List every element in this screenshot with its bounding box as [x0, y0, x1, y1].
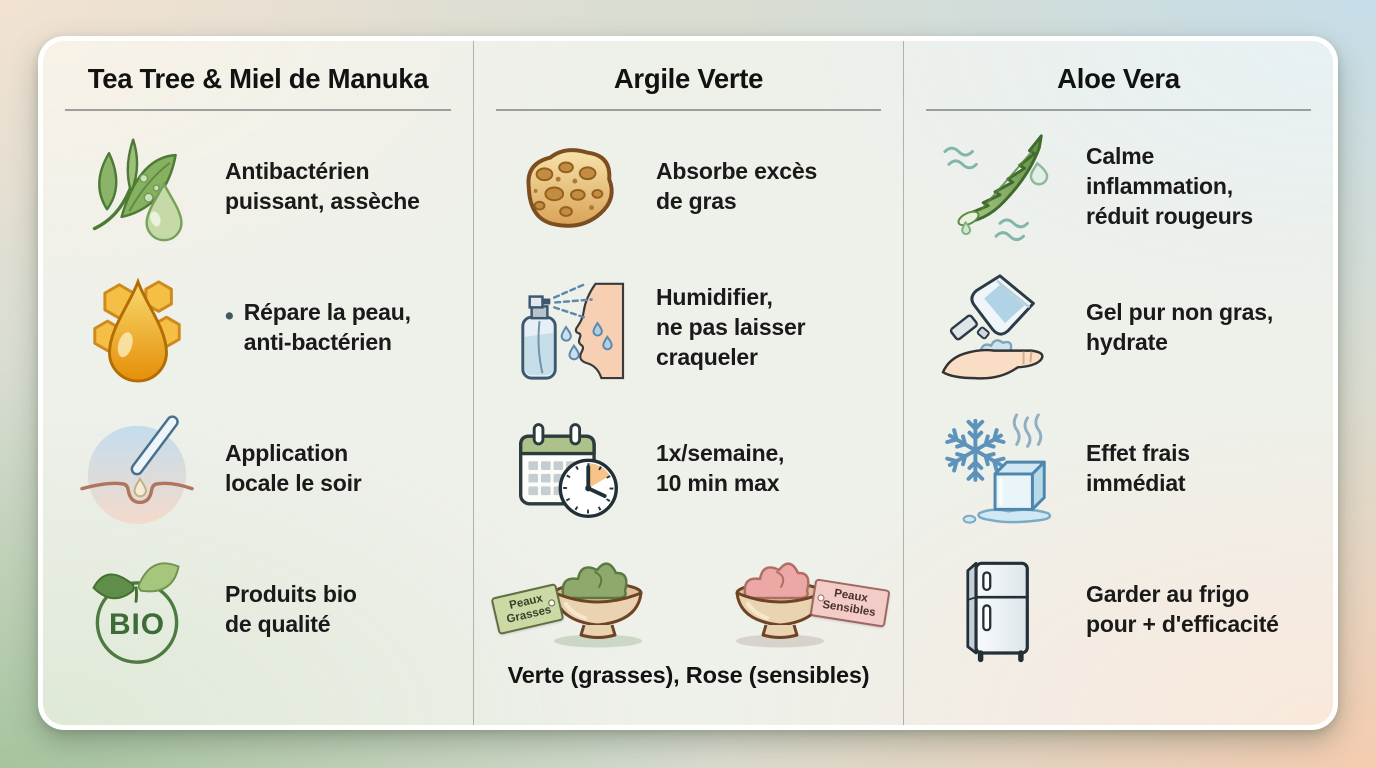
benefit-text: Calme inflammation, réduit rougeurs [1086, 143, 1253, 229]
bio-badge-label: BIO [109, 608, 165, 641]
benefit-text: Effet frais immédiat [1086, 440, 1190, 496]
benefit-row: Gel pur non gras, hydrate [910, 258, 1327, 399]
title-underline [65, 109, 451, 111]
aloe-leaf-droplet-icon [910, 128, 1086, 246]
benefit-row: Application locale le soir [49, 399, 467, 540]
column-tea-tree-manuka: Tea Tree & Miel de Manuka [43, 41, 473, 725]
benefit-text: Antibactérien puissant, assèche [225, 158, 420, 214]
benefit-text: Produits bio de qualité [225, 581, 357, 637]
pink-clay-bowl-icon: Peaux Sensibles [710, 546, 891, 650]
title-underline [496, 109, 881, 111]
spray-bottle-face-icon [480, 272, 656, 384]
column-title: Aloe Vera [1057, 63, 1180, 94]
green-clay-bowl-icon: Peaux Grasses [490, 546, 668, 650]
benefit-text: 1x/semaine, 10 min max [656, 440, 785, 496]
sponge-icon [480, 136, 656, 238]
benefit-row: BIO Produits bio de qualité [49, 540, 467, 681]
benefit-row: Garder au frigo pour + d'efficacité [910, 540, 1327, 681]
benefit-text: Application locale le soir [225, 440, 362, 496]
benefit-row: Antibactérien puissant, assèche [49, 117, 467, 258]
bullet-point: • [225, 302, 234, 331]
benefit-text: Gel pur non gras, hydrate [1086, 299, 1274, 355]
benefit-text: Garder au frigo pour + d'efficacité [1086, 581, 1279, 637]
skincare-comparison-infographic: Tea Tree & Miel de Manuka [38, 36, 1338, 730]
refrigerator-icon [910, 550, 1086, 670]
benefit-row: • Répare la peau, anti-bactérien [49, 258, 467, 399]
benefit-row: Effet frais immédiat [910, 399, 1327, 540]
benefit-text: Répare la peau, anti-bactérien [243, 299, 411, 355]
gel-tube-hand-icon [910, 270, 1086, 386]
snowflake-ice-cube-icon [910, 409, 1086, 529]
column-rows: Absorbe excès de gras [480, 117, 897, 689]
bio-badge-icon: BIO [49, 553, 225, 667]
benefit-row: 1x/semaine, 10 min max [480, 399, 897, 540]
calendar-clock-icon [480, 413, 656, 525]
column-title: Tea Tree & Miel de Manuka [87, 63, 429, 94]
column-rows: Antibactérien puissant, assèche [49, 117, 467, 681]
benefit-row: Humidifier, ne pas laisser craqueler [480, 258, 897, 399]
cotton-swab-skin-icon [49, 412, 225, 526]
benefit-row: Calme inflammation, réduit rougeurs [910, 117, 1327, 258]
title-underline [926, 109, 1311, 111]
column-aloe-vera: Aloe Vera [903, 41, 1333, 725]
clay-colors-caption: Verte (grasses), Rose (sensibles) [507, 661, 870, 688]
column-rows: Calme inflammation, réduit rougeurs [910, 117, 1327, 681]
clay-bowls-row: Peaux Grasses Peaux Sensibles [480, 540, 897, 689]
column-title: Argile Verte [613, 63, 764, 94]
honey-drop-honeycomb-icon [49, 270, 225, 386]
benefit-text: Humidifier, ne pas laisser craqueler [656, 284, 806, 370]
column-argile-verte: Argile Verte [473, 41, 903, 725]
tea-tree-leaves-droplet-icon [49, 130, 225, 244]
benefit-text: Absorbe excès de gras [656, 158, 818, 214]
benefit-row: Absorbe excès de gras [480, 117, 897, 258]
